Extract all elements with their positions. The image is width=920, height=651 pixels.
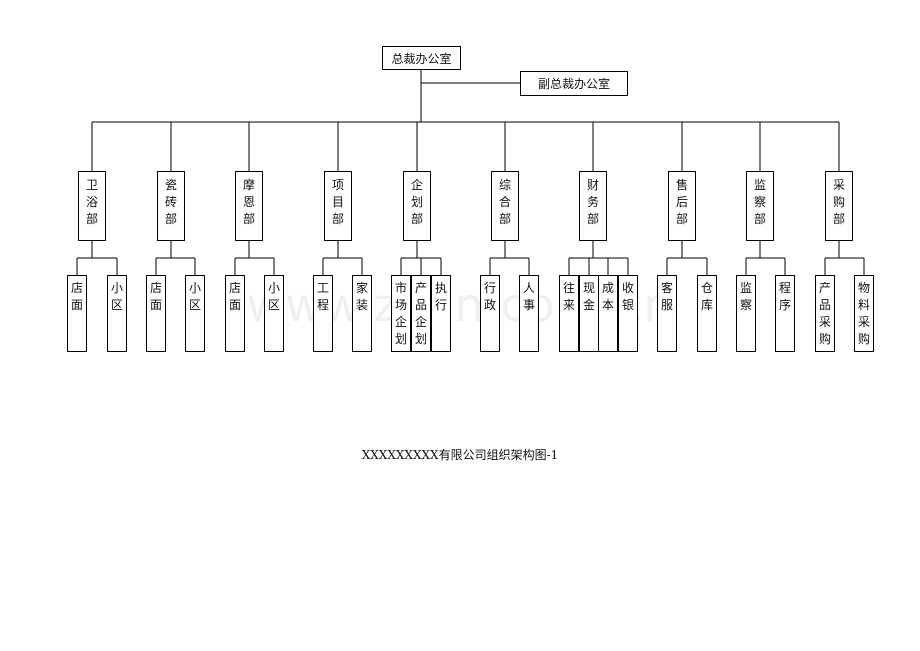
- dept-label: 监察部: [753, 178, 766, 226]
- dept-label: 采购部: [832, 178, 845, 226]
- sub-unit-label: 监察: [739, 281, 752, 312]
- dept-box[interactable]: 瓷砖部: [157, 171, 185, 241]
- sub-unit-box[interactable]: 小区: [107, 275, 127, 352]
- sub-unit-label: 小区: [188, 281, 201, 312]
- sub-unit-box[interactable]: 现金: [579, 275, 599, 352]
- sub-unit-label: 客服: [660, 281, 673, 312]
- chart-caption: XXXXXXXXX有限公司组织架构图-1: [361, 448, 559, 462]
- sub-unit-label: 工程: [316, 281, 329, 312]
- sub-unit-box[interactable]: 收银: [618, 275, 638, 352]
- dept-box[interactable]: 综合部: [491, 171, 519, 241]
- dept-box[interactable]: 监察部: [746, 171, 774, 241]
- sub-unit-label: 成本: [601, 281, 614, 312]
- sub-unit-box[interactable]: 市场企划: [391, 275, 411, 352]
- top-office-label: 总裁办公室: [391, 51, 452, 66]
- sub-unit-label: 小区: [267, 281, 280, 312]
- sub-unit-label: 现金: [582, 281, 595, 312]
- sub-unit-box[interactable]: 小区: [185, 275, 205, 352]
- sub-unit-label: 店面: [228, 281, 241, 312]
- deputy-office-label: 副总裁办公室: [537, 77, 610, 91]
- dept-box[interactable]: 企划部: [403, 171, 431, 241]
- sub-unit-box[interactable]: 执行: [431, 275, 451, 352]
- sub-unit-box[interactable]: 家装: [352, 275, 372, 352]
- dept-box[interactable]: 采购部: [825, 171, 853, 241]
- dept-label: 瓷砖部: [164, 178, 177, 226]
- top-office-box[interactable]: 总裁办公室: [382, 46, 461, 70]
- sub-unit-box[interactable]: 仓库: [697, 275, 717, 352]
- dept-box[interactable]: 项目部: [324, 171, 352, 241]
- sub-unit-box[interactable]: 工程: [313, 275, 333, 352]
- sub-unit-box[interactable]: 客服: [657, 275, 677, 352]
- dept-label: 财务部: [586, 178, 599, 226]
- dept-label: 综合部: [498, 178, 511, 226]
- sub-unit-box[interactable]: 程序: [775, 275, 795, 352]
- dept-label: 售后部: [675, 178, 688, 226]
- sub-unit-label: 家装: [355, 281, 368, 312]
- dept-label: 摩恩部: [242, 178, 255, 226]
- sub-unit-label: 执行: [434, 281, 447, 312]
- sub-unit-box[interactable]: 店面: [67, 275, 87, 352]
- sub-unit-label: 人事: [522, 281, 535, 312]
- sub-unit-box[interactable]: 物料采购: [854, 275, 874, 352]
- sub-unit-box[interactable]: 店面: [146, 275, 166, 352]
- dept-box[interactable]: 卫浴部: [78, 171, 106, 241]
- sub-unit-label: 物料采购: [857, 281, 870, 346]
- sub-unit-label: 店面: [70, 281, 83, 312]
- dept-box[interactable]: 财务部: [579, 171, 607, 241]
- dept-box[interactable]: 售后部: [668, 171, 696, 241]
- dept-box[interactable]: 摩恩部: [235, 171, 263, 241]
- sub-unit-box[interactable]: 监察: [736, 275, 756, 352]
- sub-unit-box[interactable]: 行政: [480, 275, 500, 352]
- sub-unit-label: 产品采购: [818, 281, 831, 346]
- dept-label: 卫浴部: [85, 178, 98, 226]
- sub-unit-label: 仓库: [700, 281, 713, 312]
- sub-unit-label: 店面: [149, 281, 162, 312]
- sub-unit-label: 程序: [778, 281, 791, 312]
- sub-unit-box[interactable]: 小区: [264, 275, 284, 352]
- sub-unit-label: 往来: [562, 281, 575, 312]
- sub-unit-box[interactable]: 往来: [559, 275, 579, 352]
- sub-unit-box[interactable]: 人事: [519, 275, 539, 352]
- sub-unit-box[interactable]: 产品企划: [411, 275, 431, 352]
- sub-unit-label: 市场企划: [394, 281, 407, 346]
- sub-unit-label: 行政: [483, 281, 496, 312]
- deputy-office-box[interactable]: 副总裁办公室: [520, 71, 628, 96]
- sub-unit-label: 收银: [621, 281, 634, 312]
- dept-label: 项目部: [331, 178, 344, 226]
- sub-unit-label: 产品企划: [414, 281, 427, 346]
- dept-label: 企划部: [410, 178, 423, 226]
- sub-unit-box[interactable]: 店面: [225, 275, 245, 352]
- sub-unit-label: 小区: [110, 281, 123, 312]
- sub-unit-box[interactable]: 产品采购: [815, 275, 835, 352]
- sub-unit-box[interactable]: 成本: [598, 275, 618, 352]
